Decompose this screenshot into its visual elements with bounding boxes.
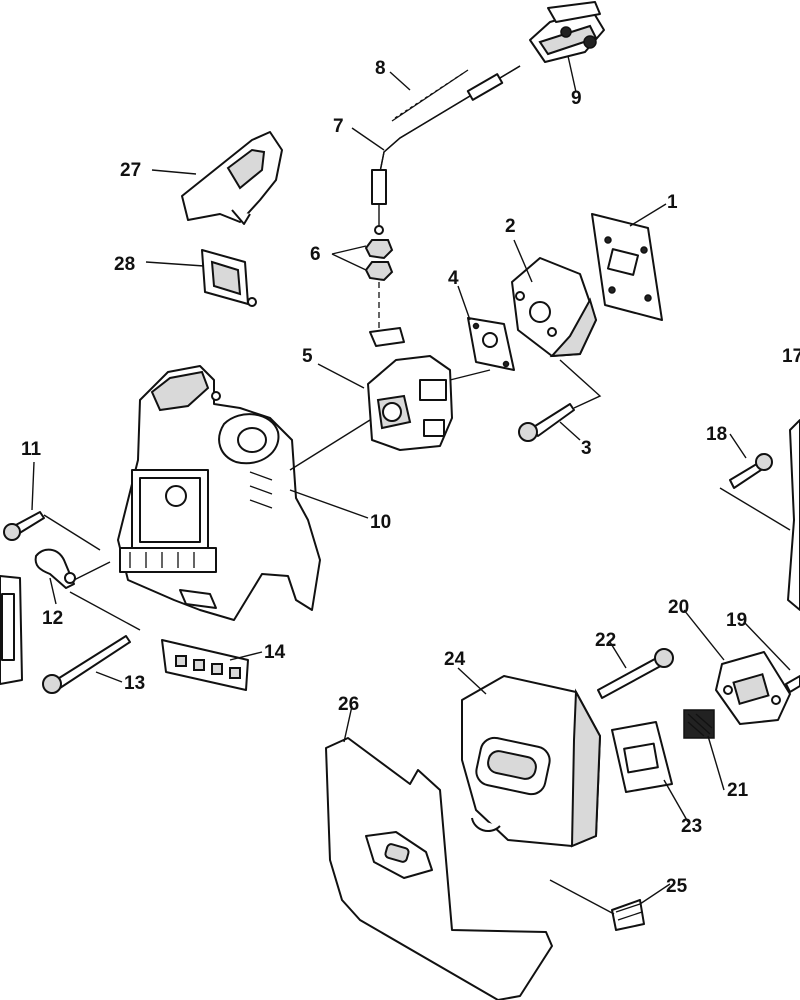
part-3-bolt (518, 359, 602, 442)
callout-27: 27 (120, 160, 141, 181)
part-24-muffler (461, 675, 602, 848)
part-1-gasket (591, 213, 663, 321)
part-7-throttle-cable (371, 65, 521, 235)
callout-6: 6 (310, 244, 321, 265)
part-4-small-gasket (467, 317, 515, 371)
callout-18: 18 (706, 424, 727, 445)
part-21-spark-screen (683, 709, 715, 739)
callout-24: 24 (444, 649, 466, 670)
callout-10: 10 (370, 512, 391, 533)
callout-23: 23 (681, 816, 702, 837)
callout-12: 12 (42, 608, 63, 629)
part-11-bolt (3, 511, 101, 551)
part-25-bolt (549, 879, 645, 931)
part-2-insulator (511, 257, 598, 358)
callout-8: 8 (375, 58, 386, 79)
callout-1: 1 (667, 192, 678, 213)
part-28-bracket (201, 249, 257, 307)
callout-19: 19 (726, 610, 747, 631)
callout-3: 3 (581, 438, 592, 459)
callout-14: 14 (264, 642, 286, 663)
part-18-bolt (719, 453, 791, 531)
part-8-spring (391, 69, 469, 122)
part-9-trigger-assembly (529, 1, 605, 63)
callout-17: 17 (782, 346, 800, 367)
callout-labels: 1 2 3 4 5 6 7 8 9 10 11 12 13 14 17 18 1… (21, 58, 800, 897)
callout-13: 13 (124, 673, 145, 694)
callout-20: 20 (668, 597, 689, 618)
callout-5: 5 (302, 346, 313, 367)
part-27-handle-cover (181, 131, 283, 225)
callout-22: 22 (595, 630, 616, 651)
part-5-carburetor (367, 327, 491, 451)
callout-28: 28 (114, 254, 135, 275)
callout-9: 9 (571, 88, 582, 109)
callout-2: 2 (505, 216, 516, 237)
part-12-clip (34, 548, 111, 589)
part-6-adjuster-nuts (364, 239, 394, 330)
callout-26: 26 (338, 694, 359, 715)
callout-4: 4 (448, 268, 459, 289)
part-22-bolt (597, 648, 674, 699)
callout-25: 25 (666, 876, 688, 897)
part-10-engine-housing (117, 365, 321, 621)
air-filter-partial (0, 575, 23, 685)
part-20-exhaust-gasket (715, 651, 791, 725)
part-26-heat-shield (325, 737, 553, 1000)
callout-11: 11 (21, 439, 42, 460)
callout-21: 21 (727, 780, 749, 801)
part-13-long-bolt (42, 591, 141, 694)
leader-lines (31, 55, 791, 905)
part-14-rail (161, 639, 249, 691)
part-19-bolt (785, 675, 800, 693)
part-23-gasket (611, 721, 673, 793)
callout-7: 7 (333, 116, 344, 137)
part-17-cover-partial (787, 419, 800, 611)
